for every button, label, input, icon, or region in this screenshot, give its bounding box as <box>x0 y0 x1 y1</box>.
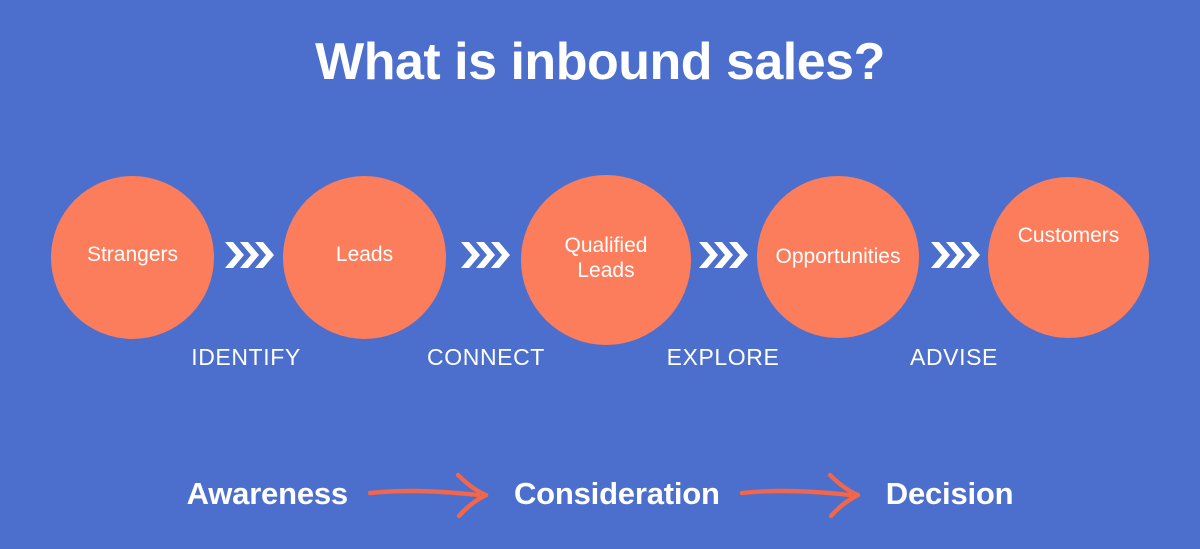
funnel-stage-qualified-leads: Qualified Leads <box>521 175 691 345</box>
journey-step-decision: Decision <box>885 476 1014 511</box>
funnel-stage-label: Strangers <box>86 243 179 267</box>
triple-chevron-right-icon <box>696 238 752 272</box>
funnel-stage-label: Qualified Leads <box>564 234 648 282</box>
stage-action-connect: CONNECT <box>427 344 545 370</box>
funnel-stage-label: Leads <box>335 243 394 267</box>
journey-step-consideration: Consideration <box>513 476 720 511</box>
triple-chevron-right-icon <box>222 238 278 272</box>
funnel-stage-strangers: Strangers <box>51 176 214 339</box>
journey-step-awareness: Awareness <box>186 476 349 511</box>
funnel-stage-opportunities: Opportunities <box>757 176 919 338</box>
funnel-stage-leads: Leads <box>283 176 446 339</box>
stage-action-explore: EXPLORE <box>666 344 780 370</box>
stage-action-identify: IDENTIFY <box>191 344 301 370</box>
funnel-stage-label: Opportunities <box>775 244 901 268</box>
triple-chevron-right-icon <box>928 238 984 272</box>
hand-drawn-arrow-right-icon <box>739 472 860 518</box>
hand-drawn-arrow-right-icon <box>367 472 489 518</box>
page-title: What is inbound sales? <box>315 33 885 91</box>
funnel-stage-customers: Customers <box>988 177 1149 338</box>
buyer-journey-row: Awareness Consideration Decision <box>0 466 1200 522</box>
stage-action-advise: ADVISE <box>910 344 998 370</box>
triple-chevron-right-icon <box>458 238 514 272</box>
funnel-stage-label: Customers <box>1017 224 1120 248</box>
